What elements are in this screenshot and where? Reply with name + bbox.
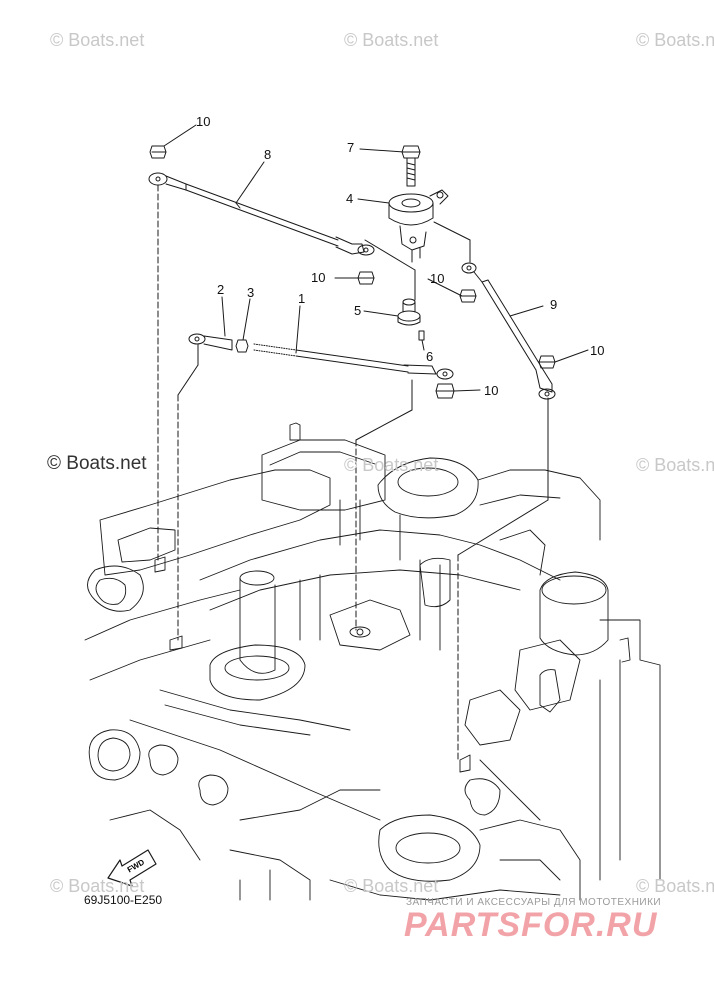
callout-10-center: 10: [430, 271, 444, 286]
watermark: © Boats.net: [344, 30, 439, 50]
watermark: © Boats.net: [344, 455, 439, 475]
nut-10-rod1-end: [435, 383, 455, 399]
rod-8: [148, 172, 375, 256]
brand-tagline: ЗАПЧАСТИ И АКСЕССУАРЫ ДЛЯ МОТОТЕХНИКИ: [406, 897, 662, 908]
bracket-4: [388, 189, 449, 263]
collar-5: [397, 298, 421, 326]
engine-block: [84, 422, 661, 901]
diagram-code: 69J5100-E250: [84, 893, 163, 907]
nut-10-rod8-end: [357, 271, 375, 285]
callout-9: 9: [550, 297, 557, 312]
brand-logo: PARTSFOR.RU: [404, 906, 658, 944]
callout-3: 3: [247, 285, 254, 300]
rod-9: [461, 262, 556, 400]
callout-10-left: 10: [311, 270, 325, 285]
callout-10-right: 10: [590, 343, 604, 358]
bolt-7: [401, 145, 421, 187]
leader-lines: [157, 184, 549, 761]
nut-10-rod9-end: [538, 355, 556, 369]
watermark: © Boats.net: [636, 455, 714, 475]
callout-8: 8: [264, 147, 271, 162]
fwd-arrow-icon: [107, 849, 157, 887]
nut-10-right: [459, 289, 477, 303]
watermark: © Boats.net: [344, 876, 439, 896]
callout-10-bottom: 10: [484, 383, 498, 398]
nut-10-top-left: [149, 145, 167, 159]
callout-4: 4: [346, 191, 353, 206]
nut-3: [235, 339, 249, 353]
watermark: © Boats.net: [636, 876, 714, 896]
callout-leaders: [163, 124, 589, 392]
callout-10-top: 10: [196, 114, 210, 129]
callout-2: 2: [217, 282, 224, 297]
pin-6: [418, 330, 425, 341]
callout-5: 5: [354, 303, 361, 318]
callout-1: 1: [298, 291, 305, 306]
watermark: © Boats.net: [50, 30, 145, 50]
copyright-text: © Boats.net: [47, 453, 147, 474]
watermark: © Boats.net: [50, 876, 145, 896]
watermark: © Boats.net: [636, 30, 714, 50]
rod-1: [253, 343, 454, 380]
callout-6: 6: [426, 349, 433, 364]
callout-7: 7: [347, 140, 354, 155]
callout-numbers: 1 2 3 4 5 6 7 8 9 10 10 10 10 10: [196, 114, 604, 398]
joint-2: [188, 333, 233, 351]
